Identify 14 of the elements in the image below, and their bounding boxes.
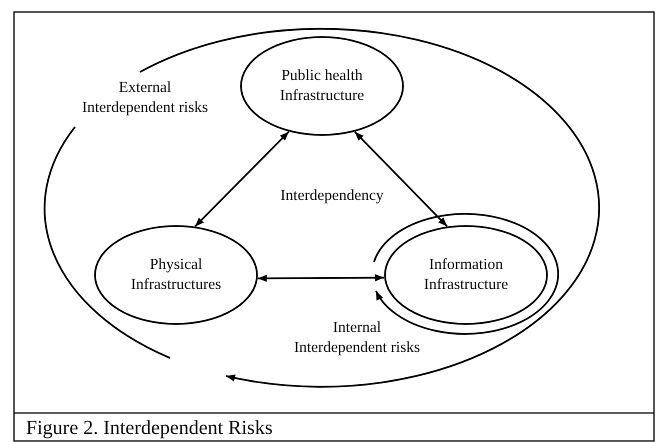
arrow — [373, 213, 559, 335]
ellipse-node — [384, 225, 548, 325]
annotation-text: Internal Interdependent risks — [292, 318, 422, 358]
arrow — [258, 274, 384, 282]
figure-caption: Figure 2. Interdependent Risks — [26, 417, 273, 440]
node-label: Physical Infrastructures — [130, 255, 222, 295]
ellipse-node — [240, 36, 404, 136]
annotation-text: Interdependency — [279, 186, 385, 206]
node-label: Public health Infrastructure — [278, 66, 366, 106]
annotation-text: External Interdependent risks — [80, 78, 210, 118]
arrow — [194, 131, 290, 228]
ellipse-node — [94, 225, 258, 325]
node-label: Information Infrastructure — [422, 255, 510, 295]
arrow — [354, 131, 448, 227]
